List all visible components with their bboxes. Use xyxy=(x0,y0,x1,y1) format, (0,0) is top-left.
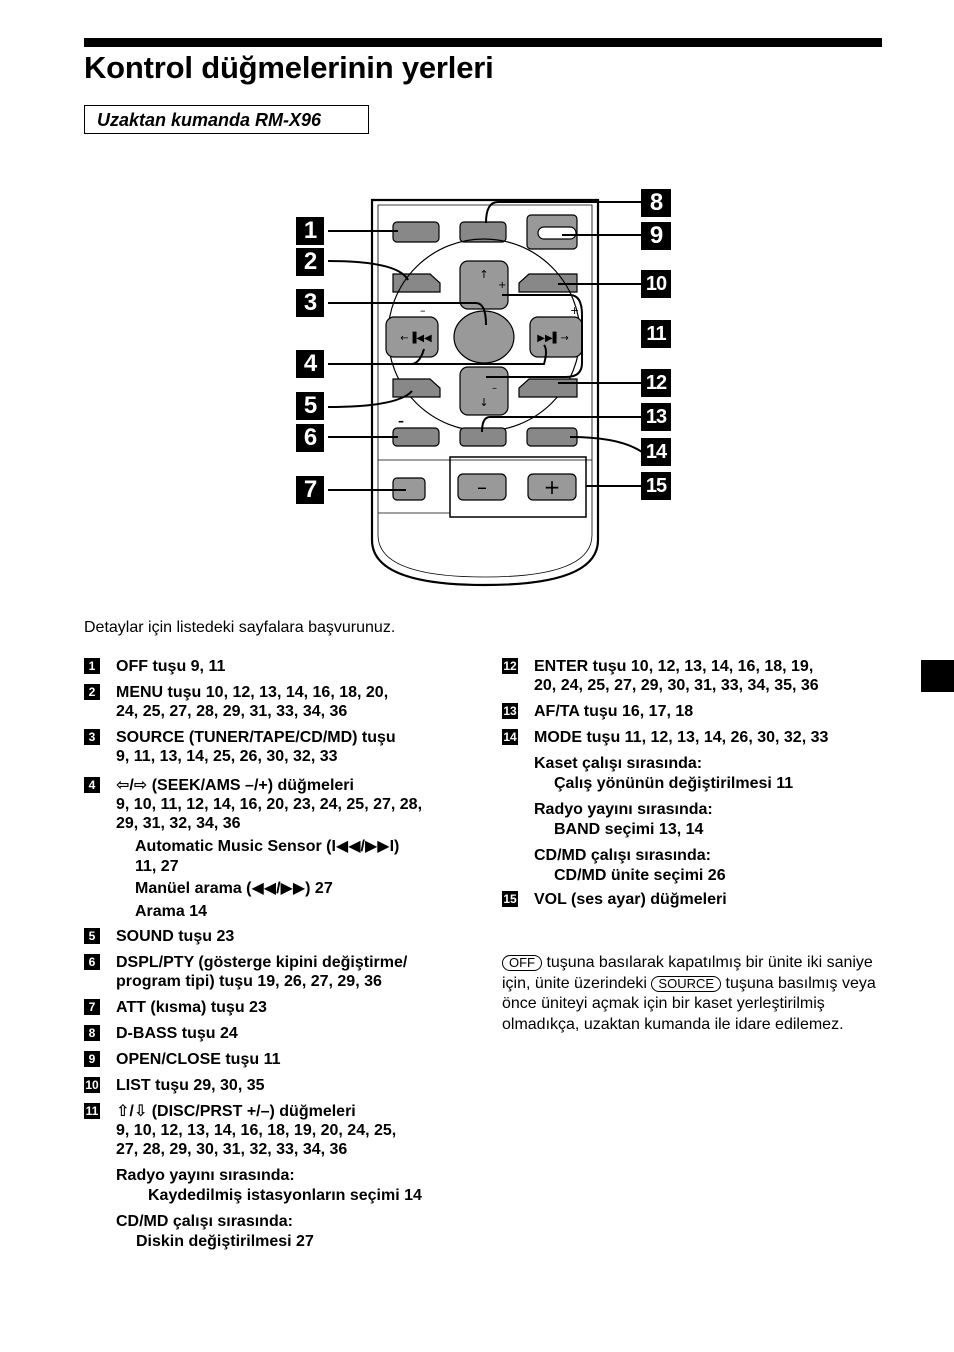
item11-sub-line: Radyo yayını sırasında: xyxy=(116,1167,295,1184)
item-badge-12: 12 xyxy=(502,658,518,674)
callout-14: 14 xyxy=(641,438,671,466)
svg-text:–: – xyxy=(420,304,426,317)
item-badge-14: 14 xyxy=(502,729,518,745)
title-rule xyxy=(84,38,882,47)
disc-down-button-shape xyxy=(459,366,509,416)
svg-text:+: + xyxy=(498,280,506,291)
svg-text:–: – xyxy=(477,475,487,499)
item14-sub-line: CD/MD ünite seçimi 26 xyxy=(554,867,726,884)
item-badge-3: 3 xyxy=(84,729,100,745)
list-button-shape xyxy=(518,273,578,293)
legend-item-2: MENU tuşu 10, 12, 13, 14, 16, 18, 20,24,… xyxy=(116,684,389,720)
legend-item-13: AF/TA tuşu 16, 17, 18 xyxy=(534,703,694,720)
callout-15: 15 xyxy=(641,472,671,500)
off-button-shape xyxy=(392,221,440,243)
item-badge-6: 6 xyxy=(84,954,100,970)
callout-1: 1 xyxy=(296,217,324,245)
section-tab-marker xyxy=(921,660,954,692)
source-button-shape xyxy=(453,310,515,364)
svg-text:+: + xyxy=(544,475,561,499)
dspl-button-shape xyxy=(392,427,440,447)
legend-item-5: SOUND tuşu 23 xyxy=(116,928,235,945)
callout-10: 10 xyxy=(641,270,671,298)
intro-text: Detaylar için listedeki sayfalara başvur… xyxy=(84,619,396,636)
callout-4: 4 xyxy=(296,350,324,378)
item11-sub-line: Diskin değiştirilmesi 27 xyxy=(136,1233,314,1250)
item-badge-2: 2 xyxy=(84,684,100,700)
section-subtitle: Uzaktan kumanda RM-X96 xyxy=(84,105,369,134)
callout-7: 7 xyxy=(296,476,324,504)
item14-sub-line: Kaset çalışı sırasında: xyxy=(534,755,703,772)
svg-text:▶▶▌→: ▶▶▌→ xyxy=(537,331,568,344)
callout-11: 11 xyxy=(641,320,671,348)
menu-button-shape xyxy=(392,273,441,293)
item-badge-1: 1 xyxy=(84,658,100,674)
item-badge-5: 5 xyxy=(84,928,100,944)
callout-12: 12 xyxy=(641,369,671,397)
svg-text:↓: ↓ xyxy=(479,396,488,409)
svg-text:←▐◀◀: ←▐◀◀ xyxy=(400,331,432,344)
item-badge-8: 8 xyxy=(84,1025,100,1041)
item-badge-4: 4 xyxy=(84,777,100,793)
legend-item-15: VOL (ses ayar) düğmeleri xyxy=(534,891,727,908)
svg-text:↑: ↑ xyxy=(479,268,488,281)
callout-13: 13 xyxy=(641,403,671,431)
remote-note: OFF tuşuna basılarak kapatılmış bir ünit… xyxy=(502,954,876,1033)
legend-item-9: OPEN/CLOSE tuşu 11 xyxy=(116,1051,281,1068)
callout-6: 6 xyxy=(296,424,324,452)
legend-item-14: MODE tuşu 11, 12, 13, 14, 26, 30, 32, 33 xyxy=(534,729,829,746)
item-badge-15: 15 xyxy=(502,891,518,907)
legend-item-7: ATT (kısma) tuşu 23 xyxy=(116,999,267,1016)
svg-text:+: + xyxy=(570,304,579,317)
legend-item-1: OFF tuşu 9, 11 xyxy=(116,658,226,675)
callout-2: 2 xyxy=(296,248,324,276)
item4-sub-line: Manüel arama (◀◀/▶▶) 27 xyxy=(135,880,333,897)
source-key-label: SOURCE xyxy=(651,975,722,992)
item11-sub-line: CD/MD çalışı sırasında: xyxy=(116,1213,293,1230)
item4-sub-line: Arama 14 xyxy=(135,903,208,920)
item14-sub-line: Çalış yönünün değiştirilmesi 11 xyxy=(554,775,794,792)
callout-9: 9 xyxy=(641,222,671,250)
callout-8: 8 xyxy=(641,189,671,217)
page-title: Kontrol düğmelerinin yerleri xyxy=(84,50,494,85)
dbass-button-shape xyxy=(459,221,507,243)
legend-item-8: D-BASS tuşu 24 xyxy=(116,1025,238,1042)
item4-sub-line: Automatic Music Sensor (I◀◀/▶▶I) xyxy=(135,838,400,855)
item-badge-9: 9 xyxy=(84,1051,100,1067)
seek-left-button-shape xyxy=(385,316,439,358)
off-key-label: OFF xyxy=(502,955,542,971)
item-badge-11: 11 xyxy=(84,1103,100,1119)
item11-sub-line: Kaydedilmiş istasyonların seçimi 14 xyxy=(148,1187,422,1204)
svg-text:–: – xyxy=(398,414,404,428)
callout-3: 3 xyxy=(296,289,324,317)
callout-5: 5 xyxy=(296,392,324,420)
item14-sub-line: Radyo yayını sırasında: xyxy=(534,801,713,818)
item-badge-7: 7 xyxy=(84,999,100,1015)
vol-plus-shape xyxy=(527,473,577,501)
remote-control-illustration: ↑ ↓ ←▐◀◀ ▶▶▌→ + – – + – – + xyxy=(327,198,643,587)
vol-minus-shape xyxy=(457,473,507,501)
mode-button-shape xyxy=(526,427,578,447)
item14-sub-line: CD/MD çalışı sırasında: xyxy=(534,847,711,864)
item14-sub-line: BAND seçimi 13, 14 xyxy=(554,821,704,838)
svg-text:–: – xyxy=(492,383,497,394)
sound-button-shape xyxy=(392,378,441,398)
item-badge-10: 10 xyxy=(84,1077,100,1093)
legend-item-10: LIST tuşu 29, 30, 35 xyxy=(116,1077,265,1094)
legend-item-12: ENTER tuşu 10, 12, 13, 14, 16, 18, 19,20… xyxy=(534,658,819,694)
item4-sub-line: 11, 27 xyxy=(135,858,179,875)
legend-item-6: DSPL/PTY (gösterge kipini değiştirme/pro… xyxy=(116,954,408,990)
enter-button-shape xyxy=(518,378,578,398)
item-badge-13: 13 xyxy=(502,703,518,719)
